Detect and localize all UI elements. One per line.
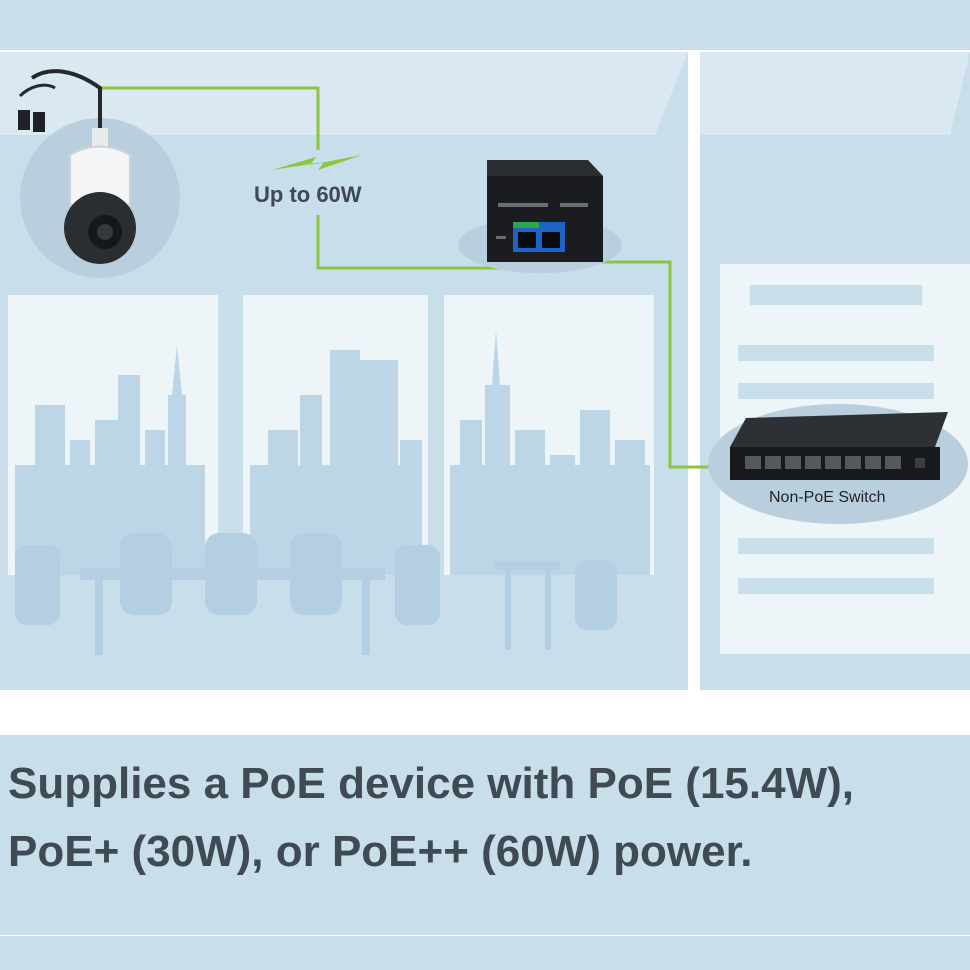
lightning-bolt-icon: [272, 155, 362, 170]
caption-line-2: PoE+ (30W), or PoE++ (60W) power.: [8, 827, 753, 876]
conference-furniture: [15, 533, 617, 655]
top-band: [0, 0, 970, 50]
ptz-camera-icon: [18, 69, 180, 278]
switch-label: Non-PoE Switch: [769, 489, 886, 506]
caption-band: [0, 735, 970, 935]
network-switch-icon: [708, 404, 968, 524]
caption-line-1: Supplies a PoE device with PoE (15.4W),: [8, 759, 854, 808]
caption: Supplies a PoE device with PoE (15.4W), …: [8, 750, 968, 886]
poe-injector-icon: [458, 160, 622, 273]
city-skyline: [15, 330, 650, 575]
power-rating-label: Up to 60W: [254, 182, 362, 207]
